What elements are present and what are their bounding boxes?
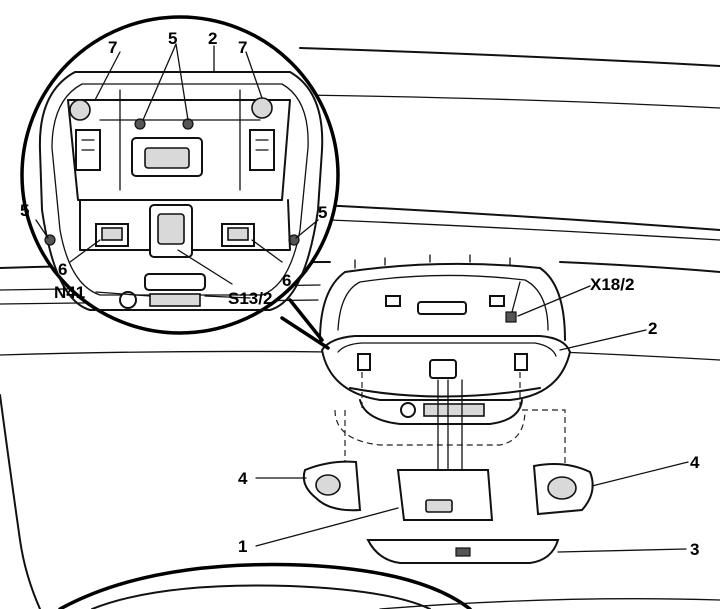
connector-x18-2-icon <box>505 311 517 323</box>
part-4-left-lamp <box>302 460 362 512</box>
label-7-left: 7 <box>108 38 117 57</box>
label-5-left: 5 <box>20 201 29 220</box>
label-6-left: 6 <box>58 260 67 279</box>
label-n41: N41 <box>54 283 85 302</box>
label-x18-2: X18/2 <box>590 275 634 294</box>
label-s13-2: S13/2 <box>228 289 272 308</box>
detail-view-circle <box>20 15 340 335</box>
label-2-main: 2 <box>648 319 657 338</box>
part-1-switch-module <box>396 469 494 521</box>
label-5-right: 5 <box>318 203 327 222</box>
part-4-right-lamp <box>532 463 594 516</box>
control-panel-housing <box>320 335 572 425</box>
magnifier-pointer <box>280 298 330 350</box>
label-5-top: 5 <box>168 29 177 48</box>
label-4-right: 4 <box>690 453 700 472</box>
part-3-trim-strip <box>366 539 560 564</box>
label-2-detail: 2 <box>208 29 217 48</box>
assembly-guide-lines <box>334 372 566 471</box>
callout-labels: 7 5 2 7 5 5 6 6 N41 S13/2 X18/2 2 4 4 1 … <box>20 29 700 559</box>
label-1: 1 <box>238 537 247 556</box>
label-6-right: 6 <box>282 271 291 290</box>
roof-mounting-frame <box>319 254 566 341</box>
lamp-socket-right-icon <box>251 97 273 119</box>
lamp-socket-left-icon <box>69 99 91 121</box>
label-7-right: 7 <box>238 38 247 57</box>
label-3: 3 <box>690 540 699 559</box>
callout-leaders <box>255 285 689 553</box>
label-4-left: 4 <box>238 469 248 488</box>
screw-top-left-icon <box>134 118 146 130</box>
